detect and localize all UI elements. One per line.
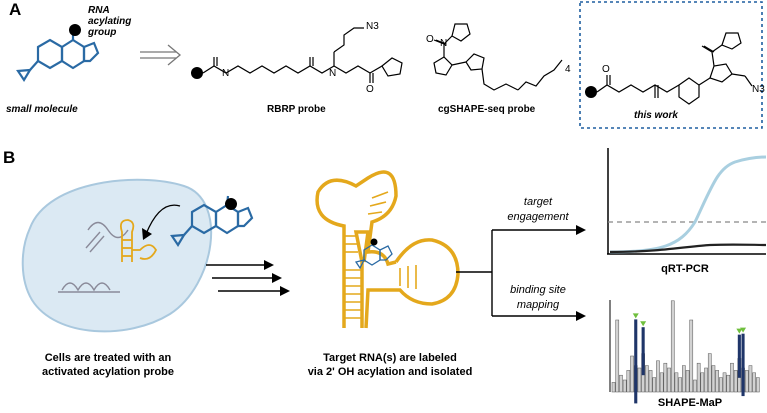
shape-map-bar <box>730 362 734 393</box>
branch-bottom-line1: binding site <box>510 284 566 296</box>
shape-map-bar <box>622 379 627 393</box>
shape-map-bar <box>682 365 686 393</box>
rna-acylating-label-line1: RNA <box>88 5 110 16</box>
shape-map-bar <box>719 377 723 393</box>
shape-map-bar <box>645 365 649 393</box>
shape-map-highlight-bar <box>634 319 638 404</box>
rna-acylating-label-line3: group <box>88 27 117 38</box>
this-work-probe-label: this work <box>634 110 678 121</box>
shape-map-highlight-bar <box>641 327 645 376</box>
shape-map-highlight-bar <box>737 334 741 378</box>
shape-map-bar <box>670 300 675 393</box>
cgshape-atom-n: N <box>440 38 448 49</box>
shape-map-bar <box>678 377 682 393</box>
shape-map-bar <box>707 353 712 393</box>
branch-arrowhead-top <box>576 225 586 235</box>
shape-map-bar <box>674 372 679 393</box>
shape-map-bar <box>689 319 694 393</box>
shape-map-plot <box>609 300 760 404</box>
probe-entry-arrow <box>145 204 181 235</box>
shape-map-bar <box>667 367 671 393</box>
qrt-pcr-label: qRT-PCR <box>661 263 709 275</box>
bound-small-molecule <box>354 244 393 270</box>
cell-rna-structures <box>58 219 158 293</box>
shape-map-bar <box>711 365 716 393</box>
acylating-group-dot-b <box>225 198 237 210</box>
rbrp-probe-label: RBRP probe <box>267 104 326 115</box>
shape-map-bar <box>715 370 719 393</box>
rbrp-atom-n: N <box>329 68 337 79</box>
shape-map-bar <box>700 372 705 393</box>
shape-map-bar <box>685 370 690 393</box>
shape-map-bar <box>704 367 708 393</box>
shape-map-bar <box>744 370 749 393</box>
shape-map-bar <box>693 379 697 393</box>
transform-arrow <box>140 44 182 66</box>
shape-map-site-marker <box>736 328 743 334</box>
branch-arrowhead-bottom <box>576 311 586 321</box>
cgshape-atom-o: O <box>426 34 434 45</box>
panel-b-letter: B <box>3 148 16 167</box>
shape-map-bar <box>696 362 701 393</box>
rna-caption-line2: via 2' OH acylation and isolated <box>307 366 473 378</box>
cgshape-atom-sub4: 4 <box>565 64 571 75</box>
shape-map-highlight-bar <box>741 333 745 397</box>
cell-body <box>21 178 213 333</box>
shape-map-bar <box>748 365 753 393</box>
shape-map-bar <box>726 374 731 393</box>
shape-map-site-marker <box>640 321 647 327</box>
cell-caption-line2: activated acylation probe <box>41 366 175 378</box>
shape-map-bar <box>615 319 620 393</box>
shape-map-bar <box>611 382 616 393</box>
process-arrows <box>206 260 290 296</box>
shape-map-bar <box>659 372 664 393</box>
small-molecule-structure-a <box>16 32 100 83</box>
cgshape-probe-label: cgSHAPE-seq probe <box>438 104 536 115</box>
shape-map-bar <box>663 362 668 393</box>
branch-top-line2: engagement <box>507 211 569 223</box>
shape-map-bar <box>648 370 653 393</box>
target-rna-structure <box>315 170 460 329</box>
cell-caption-line1: Cells are treated with an <box>44 352 172 364</box>
shape-map-site-marker <box>632 313 639 319</box>
qrt-pcr-plot <box>607 148 767 255</box>
shape-map-bar <box>752 372 756 393</box>
shape-map-bar <box>656 360 660 393</box>
shape-map-bar <box>626 370 631 393</box>
rbrp-atom-n3: N3 <box>366 21 379 32</box>
rbrp-atom-nh: N <box>222 68 230 79</box>
rbrp-probe-structure <box>191 27 403 83</box>
rbrp-atom-o: O <box>366 84 374 95</box>
shape-map-bar <box>756 377 760 393</box>
cgshape-probe-structure <box>433 23 563 91</box>
branch-arrows <box>456 229 578 317</box>
panel-a-letter: A <box>9 0 22 19</box>
probe-entry-arrowhead <box>142 228 152 240</box>
acylating-group-dot-a <box>69 24 81 36</box>
this-work-probe-structure <box>585 32 753 105</box>
this-work-atom-o: O <box>602 64 610 75</box>
this-work-highlight-box <box>579 1 763 129</box>
shape-map-bar <box>630 355 634 393</box>
shape-map-bar <box>733 370 738 393</box>
shape-map-site-marker <box>740 327 747 333</box>
shape-map-bar <box>637 367 642 393</box>
shape-map-bar <box>722 372 727 393</box>
shape-map-label: SHAPE-MaP <box>657 397 723 409</box>
this-work-atom-n3: N3 <box>752 84 765 95</box>
branch-bottom-line2: mapping <box>516 299 560 311</box>
small-molecule-structure-b <box>170 195 254 248</box>
target-rna-base-pairs <box>344 191 417 319</box>
bound-acyl-dot <box>370 238 378 246</box>
small-molecule-label: small molecule <box>6 104 78 115</box>
shape-map-bar <box>652 377 657 393</box>
rna-caption-line1: Target RNA(s) are labeled <box>323 352 457 364</box>
shape-map-bar <box>619 374 623 393</box>
branch-top-line1: target <box>523 196 553 208</box>
rna-acylating-label-line2: acylating <box>88 16 132 27</box>
